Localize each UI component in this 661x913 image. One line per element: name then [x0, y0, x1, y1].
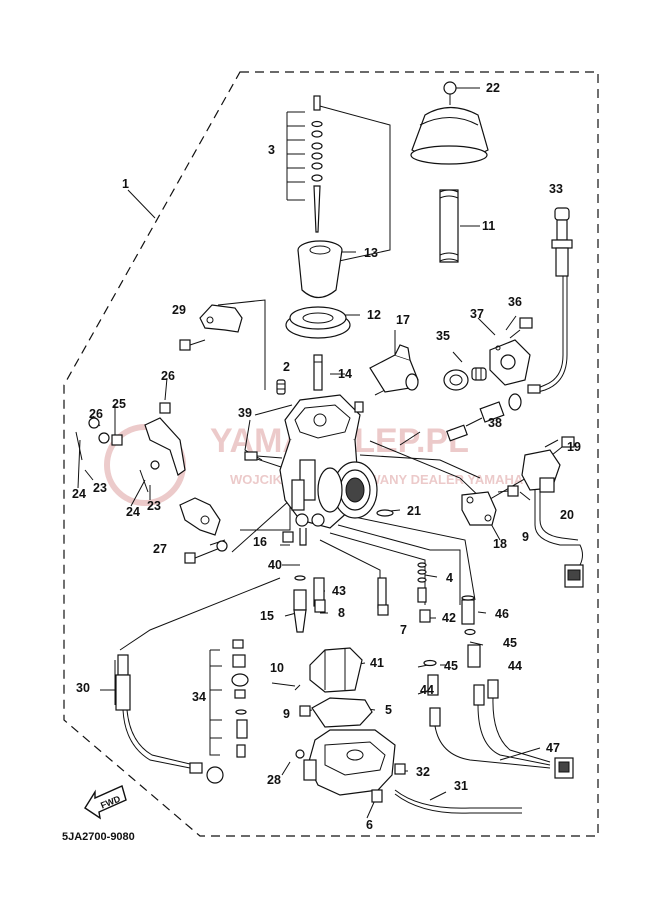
pump-rod: [446, 393, 522, 442]
pilot-screw-spring: [276, 379, 286, 395]
callout-label: 6: [366, 818, 373, 832]
callout-label: 19: [567, 440, 581, 454]
bracket-screw: [282, 531, 294, 543]
starter-cable: [527, 207, 573, 394]
diaphragm: [285, 306, 351, 339]
callout-label: 37: [470, 307, 484, 321]
callout-label: 45: [444, 659, 458, 673]
callout-label: 33: [549, 182, 563, 196]
guide-pin: [376, 509, 394, 517]
callout-label: 23: [147, 499, 161, 513]
callout-label: 9: [522, 530, 529, 544]
callout-label: 30: [76, 681, 90, 695]
callout-label: 14: [338, 367, 352, 381]
callout-label: 34: [192, 690, 206, 704]
cable-bracket: [75, 402, 186, 493]
callout-label: 26: [89, 407, 103, 421]
accelerator-pump-diaphragm: [443, 367, 487, 391]
callout-label: 4: [446, 571, 453, 585]
callout-label: 13: [364, 246, 378, 260]
callout-label: 29: [172, 303, 186, 317]
callout-label: 38: [488, 416, 502, 430]
callout-label: 23: [93, 481, 107, 495]
starter-plunger: [521, 449, 584, 588]
top-bracket: [179, 304, 243, 351]
drain-parts: [371, 763, 406, 803]
tps-wiring: [423, 628, 574, 779]
callout-label: 17: [396, 313, 410, 327]
plate-screw: [497, 485, 519, 497]
drain-hose: [394, 789, 522, 814]
callout-label: 7: [400, 623, 407, 637]
callout-label: 46: [495, 607, 509, 621]
cover-screw: [509, 317, 533, 339]
callout-label: 25: [112, 397, 126, 411]
callout-label: 44: [508, 659, 522, 673]
callout-label: 35: [436, 329, 450, 343]
bowl-screw: [299, 705, 311, 717]
fwd-arrow-icon: FWD: [84, 785, 127, 820]
pilot-screw-set: [417, 562, 475, 625]
callout-label: 43: [332, 584, 346, 598]
callout-label: 40: [268, 558, 282, 572]
float-bowl: [295, 729, 396, 796]
needle-valve-set: [231, 639, 249, 758]
callout-label: 16: [253, 535, 267, 549]
callout-label: 9: [283, 707, 290, 721]
callout-label: 21: [407, 504, 421, 518]
float: [271, 647, 363, 693]
callout-label: 8: [338, 606, 345, 620]
callout-label: 2: [283, 360, 290, 374]
top-cover: [410, 81, 489, 165]
callout-label: 41: [370, 656, 384, 670]
callout-label: 26: [161, 369, 175, 383]
callout-label: 22: [486, 81, 500, 95]
callout-label: 11: [482, 219, 495, 233]
callout-label: 3: [268, 143, 275, 157]
callout-label: 45: [503, 636, 517, 650]
callout-labels: 1 2 3 4 5 6 7 8 9 9 10 11 12 13 14 15 16…: [72, 81, 581, 832]
plunger-screw: [551, 436, 575, 456]
diagram-code: 5JA2700-9080: [62, 831, 135, 843]
accelerator-pump-cover: [489, 339, 531, 386]
callout-label: 42: [442, 611, 456, 625]
float-bowl-gasket: [311, 697, 373, 728]
callout-label: 5: [385, 703, 392, 717]
callout-label: 32: [416, 765, 430, 779]
callout-label: 39: [238, 406, 252, 420]
throttle-cable: [115, 654, 224, 784]
callout-label: 1: [122, 177, 129, 191]
callout-label: 24: [72, 487, 86, 501]
piston-valve: [297, 240, 343, 299]
jet-needle: [311, 95, 323, 233]
callout-label: 18: [493, 537, 507, 551]
throttle-stop-screw: [244, 451, 283, 461]
callout-label: 24: [126, 505, 140, 519]
callout-label: 47: [546, 741, 560, 755]
callout-label: 10: [270, 661, 284, 675]
main-jet-assembly: [293, 575, 389, 633]
needle-jet: [313, 354, 323, 391]
spring-11: [439, 189, 459, 263]
vent-hose: [369, 344, 419, 393]
callout-label: 12: [367, 308, 381, 322]
callout-label: 15: [260, 609, 274, 623]
throttle-linkage: [179, 497, 228, 564]
callout-label: 28: [267, 773, 281, 787]
callout-label: 44: [420, 683, 434, 697]
callout-label: 27: [153, 542, 167, 556]
callout-label: 36: [508, 295, 522, 309]
callout-label: 20: [560, 508, 574, 522]
carburetor-body: [279, 394, 378, 546]
starter-plate: [461, 491, 497, 526]
callout-label: 31: [454, 779, 468, 793]
assembly-boundary: [63, 71, 599, 837]
